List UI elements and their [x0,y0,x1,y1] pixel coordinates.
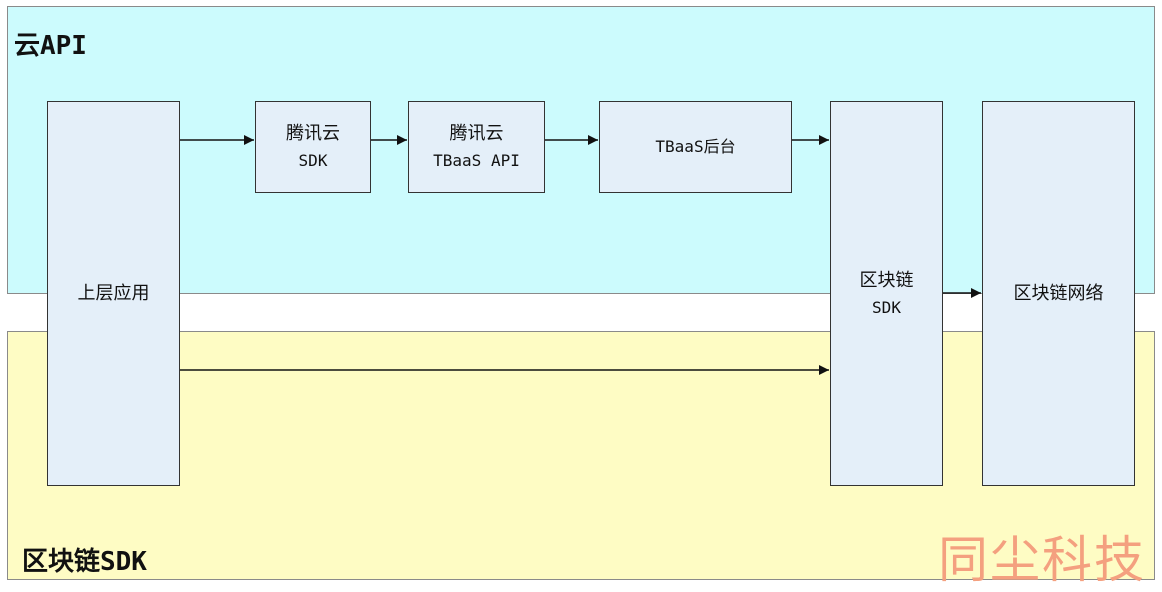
blockchain-sdk-region-label: 区块链SDK [22,547,147,577]
tencent-cloud-sdk-line2: SDK [298,151,328,170]
tbaas-backend-box: TBaaS后台 [599,101,792,193]
cloud-api-region [7,6,1155,294]
tbaas-api-line2: TBaaS API [433,151,520,170]
blockchain-sdk-line1: 区块链 [859,269,914,291]
tbaas-api-line1: 腾讯云 [449,123,504,144]
upper-app-label: 上层应用 [77,282,150,304]
watermark-logo-text: 同尘科技 [938,531,1146,589]
blockchain-network-label: 区块链网络 [1013,282,1104,304]
blockchain-sdk-box: 区块链 SDK [830,101,943,486]
tencent-cloud-sdk-box: 腾讯云 SDK [255,101,371,193]
blockchain-sdk-region [7,331,1155,580]
tbaas-api-box: 腾讯云 TBaaS API [408,101,545,193]
upper-app-box: 上层应用 [47,101,180,486]
tbaas-backend-label: TBaaS后台 [655,137,736,156]
tencent-cloud-sdk-line1: 腾讯云 [286,123,340,144]
blockchain-network-box: 区块链网络 [982,101,1135,486]
blockchain-sdk-line2: SDK [872,297,901,317]
cloud-api-region-label: 云API [14,31,87,61]
